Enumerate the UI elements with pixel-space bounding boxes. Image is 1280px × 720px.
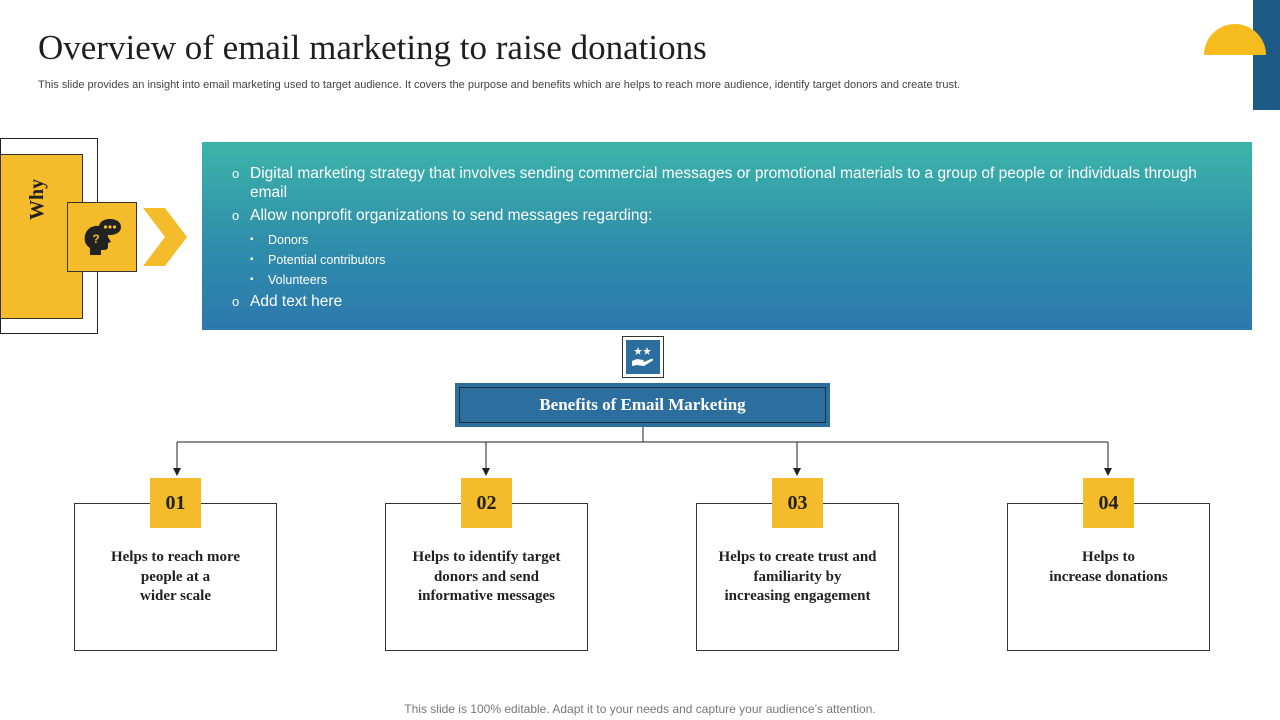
info-sub-bullet-text: Potential contributors	[268, 253, 386, 267]
benefit-number-04: 04	[1083, 478, 1134, 528]
bullet-circle-icon: o	[232, 208, 240, 223]
info-bullet-text: Digital marketing strategy that involves…	[250, 165, 1197, 201]
benefit-text: Helps to create trust and familiarity by…	[718, 549, 877, 604]
benefits-heading-box: Benefits of Email Marketing	[455, 383, 830, 427]
benefits-icon-frame	[622, 336, 664, 378]
chevron-right-icon	[143, 208, 187, 266]
page-subtitle: This slide provides an insight into emai…	[38, 79, 961, 91]
info-sub-list: ▪ Donors ▪ Potential contributors ▪ Volu…	[250, 230, 1222, 290]
why-icon-box: ?	[67, 202, 137, 272]
info-bullet: o Digital marketing strategy that involv…	[232, 164, 1222, 202]
info-sub-bullet-text: Donors	[268, 233, 309, 247]
benefit-text: Helps to increase donations	[1049, 549, 1168, 585]
benefit-number-01: 01	[150, 478, 201, 528]
bullet-circle-icon: o	[232, 166, 240, 181]
info-bullet: o Allow nonprofit organizations to send …	[232, 206, 1222, 226]
footer-note: This slide is 100% editable. Adapt it to…	[404, 702, 876, 716]
bullet-square-icon: ▪	[250, 274, 254, 285]
info-sub-bullet: ▪ Potential contributors	[250, 250, 1222, 270]
svg-text:?: ?	[92, 232, 99, 246]
benefit-number-03: 03	[772, 478, 823, 528]
why-info-panel: o Digital marketing strategy that involv…	[202, 142, 1252, 330]
corner-decoration-bar	[1253, 0, 1280, 110]
info-sub-bullet: ▪ Donors	[250, 230, 1222, 250]
benefit-text: Helps to identify target donors and send…	[412, 549, 561, 604]
page-title: Overview of email marketing to raise don…	[38, 28, 707, 67]
info-bullet-text: Allow nonprofit organizations to send me…	[250, 207, 653, 224]
bullet-square-icon: ▪	[250, 254, 254, 265]
benefits-heading: Benefits of Email Marketing	[459, 387, 826, 423]
bullet-square-icon: ▪	[250, 234, 254, 245]
info-sub-bullet: ▪ Volunteers	[250, 270, 1222, 290]
why-label: Why	[26, 178, 48, 220]
hand-stars-icon	[632, 347, 654, 366]
info-sub-bullet-text: Volunteers	[268, 273, 328, 287]
benefit-text: Helps to reach more people at a wider sc…	[110, 549, 240, 604]
question-chat-head-icon: ?	[84, 219, 121, 255]
bullet-circle-icon: o	[232, 294, 240, 309]
info-bullet: o Add text here	[232, 292, 1222, 312]
info-bullet-text: Add text here	[250, 293, 343, 310]
benefit-number-02: 02	[461, 478, 512, 528]
